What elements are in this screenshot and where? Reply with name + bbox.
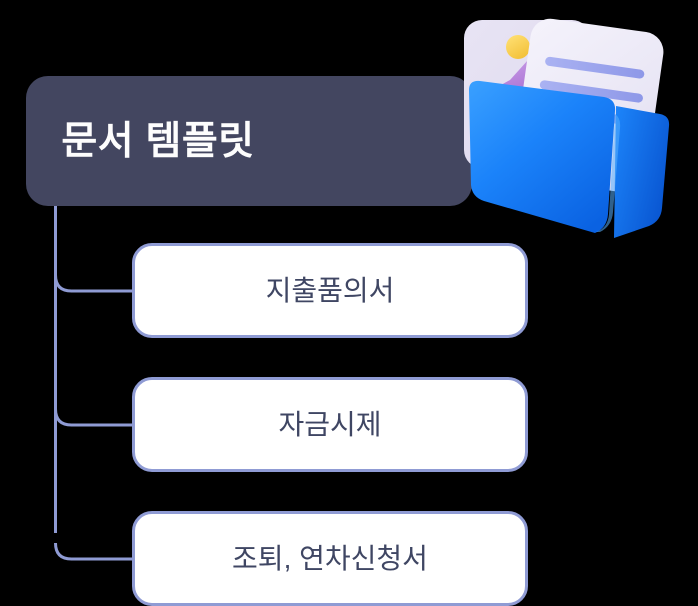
page-title: 문서 템플릿 <box>61 119 255 163</box>
sun-icon <box>506 35 530 59</box>
tree-node-card[interactable]: 지출품의서 <box>132 243 528 338</box>
connector-branch-2 <box>54 408 132 427</box>
folder-with-documents-icon <box>464 18 670 238</box>
tree-node-label: 지출품의서 <box>265 274 395 306</box>
connector-branch-1 <box>54 274 132 293</box>
folder-front-panel <box>469 80 616 233</box>
document-text-line <box>539 80 643 103</box>
document-text-line <box>545 56 645 79</box>
folder-edge-highlight <box>596 114 621 232</box>
tree-node-label: 조퇴, 연차신청서 <box>232 542 428 574</box>
tree-node-card[interactable]: 조퇴, 연차신청서 <box>132 511 528 606</box>
tree-node-card[interactable]: 자금시제 <box>132 377 528 472</box>
tree-node-label: 자금시제 <box>278 408 382 440</box>
root-node-document-template[interactable]: 문서 템플릿 <box>26 76 472 206</box>
connector-branch-3 <box>54 542 132 561</box>
canvas: 문서 템플릿 지출품의서 자금시제 조퇴, 연차신청서 <box>26 18 670 606</box>
folder-back-flap <box>614 106 670 238</box>
